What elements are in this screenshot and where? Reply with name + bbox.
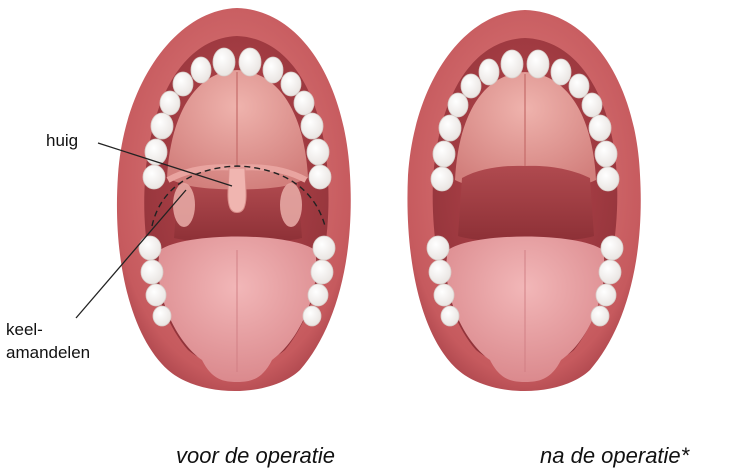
mouth-after-operation <box>407 10 640 391</box>
throat-after <box>458 166 594 242</box>
caption-before: voor de operatie <box>176 443 335 468</box>
uvula-label: huig <box>46 131 78 150</box>
tonsil-left <box>173 183 195 227</box>
tonsil-right <box>280 183 302 227</box>
uvula <box>228 168 246 213</box>
mouth-before-operation <box>117 8 351 391</box>
tonsils-label-line1: keel- <box>6 320 43 339</box>
caption-after: na de operatie* <box>540 443 691 468</box>
tonsils-label-line2: amandelen <box>6 343 90 362</box>
